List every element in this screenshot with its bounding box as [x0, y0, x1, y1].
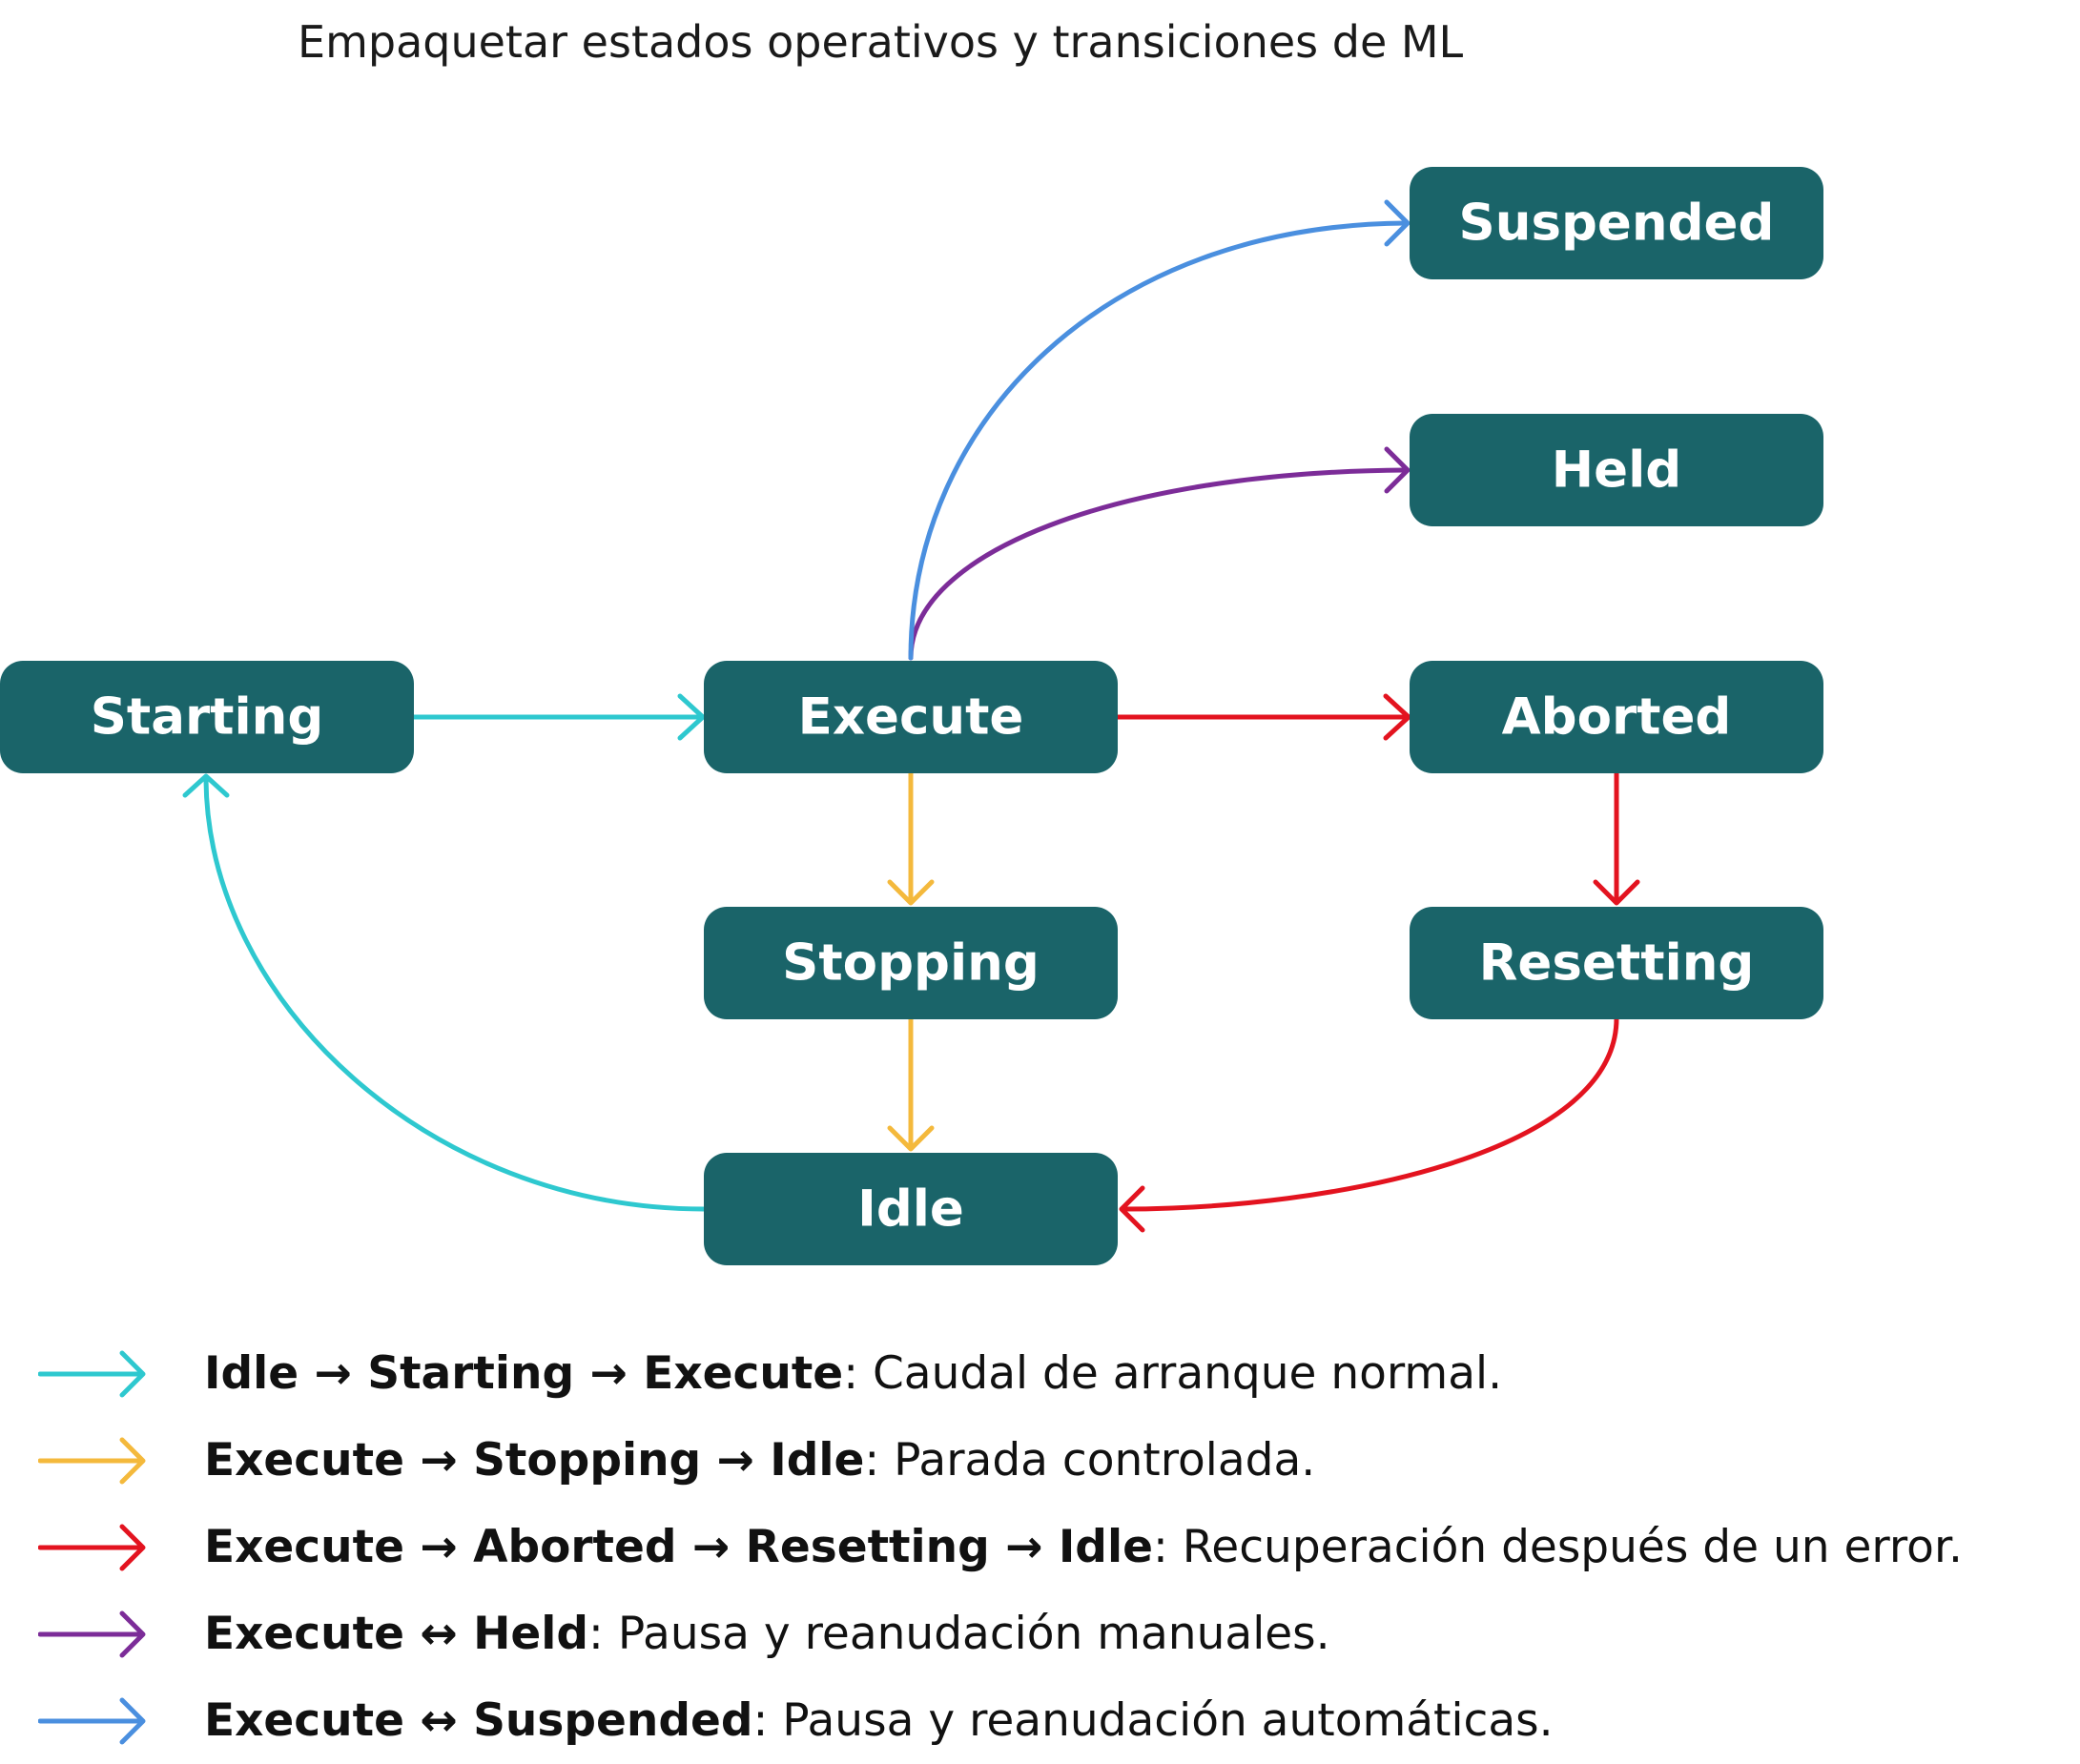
state-node-execute[interactable]: Execute [704, 661, 1118, 773]
state-label-suspended: Suspended [1459, 195, 1775, 253]
legend: Idle → Starting → Execute: Caudal de arr… [38, 1330, 2060, 1764]
state-node-stopping[interactable]: Stopping [704, 907, 1118, 1019]
arrowhead-execute-from-starting [677, 693, 706, 741]
legend-item-recovery: Execute → Aborted → Resetting → Idle: Re… [38, 1504, 2060, 1590]
state-node-starting[interactable]: Starting [0, 661, 414, 773]
arrowhead-stopping-from-execute [887, 879, 935, 906]
legend-arrow-yellow [38, 1437, 146, 1484]
legend-path: Execute → Aborted → Resetting → Idle [204, 1521, 1153, 1573]
state-node-idle[interactable]: Idle [704, 1153, 1118, 1265]
state-node-held[interactable]: Held [1410, 414, 1823, 526]
legend-item-startup: Idle → Starting → Execute: Caudal de arr… [38, 1330, 2060, 1417]
state-label-stopping: Stopping [782, 934, 1040, 993]
state-label-idle: Idle [857, 1180, 964, 1239]
arrowhead-aborted-from-execute [1383, 693, 1411, 741]
legend-item-suspend: Execute ↔ Suspended: Pausa y reanudación… [38, 1677, 2060, 1764]
state-label-starting: Starting [91, 688, 324, 747]
legend-arrow-purple [38, 1610, 146, 1657]
state-node-aborted[interactable]: Aborted [1410, 661, 1823, 773]
legend-arrow-blue [38, 1697, 146, 1744]
state-label-execute: Execute [798, 688, 1024, 747]
state-node-resetting[interactable]: Resetting [1410, 907, 1823, 1019]
state-label-held: Held [1552, 441, 1681, 500]
legend-description: : Pausa y reanudación manuales. [588, 1608, 1330, 1660]
diagram-title: Empaquetar estados operativos y transici… [298, 16, 1464, 68]
legend-path: Execute ↔ Held [204, 1608, 589, 1660]
legend-path: Idle → Starting → Execute [204, 1347, 844, 1400]
state-label-resetting: Resetting [1479, 934, 1755, 993]
state-label-aborted: Aborted [1502, 688, 1732, 747]
arrowhead-suspended-from-execute [1384, 199, 1411, 247]
legend-path: Execute → Stopping → Idle [204, 1434, 865, 1487]
arrowhead-held-from-execute [1384, 446, 1411, 494]
legend-arrow-red [38, 1524, 146, 1570]
arrowhead-resetting-from-aborted [1593, 879, 1640, 906]
legend-description: : Caudal de arranque normal. [843, 1347, 1503, 1400]
legend-arrow-cyan [38, 1350, 146, 1397]
edge-execute-held [908, 467, 1409, 661]
legend-description: : Parada controlada. [864, 1434, 1316, 1487]
legend-description: : Recuperación después de un error. [1152, 1521, 1963, 1573]
state-node-suspended[interactable]: Suspended [1410, 167, 1823, 279]
legend-description: : Pausa y reanudación automáticas. [752, 1694, 1554, 1747]
edge-idle-starting [203, 777, 707, 1212]
arrowhead-idle-from-stopping [887, 1125, 935, 1152]
edge-resetting-idle [1121, 1015, 1619, 1212]
arrowhead-starting-from-idle [182, 773, 230, 798]
edge-execute-suspended [908, 220, 1409, 661]
legend-path: Execute ↔ Suspended [204, 1694, 753, 1747]
legend-item-hold: Execute ↔ Held: Pausa y reanudación manu… [38, 1590, 2060, 1677]
legend-item-stop: Execute → Stopping → Idle: Parada contro… [38, 1417, 2060, 1504]
arrowhead-idle-from-resetting [1119, 1185, 1145, 1233]
